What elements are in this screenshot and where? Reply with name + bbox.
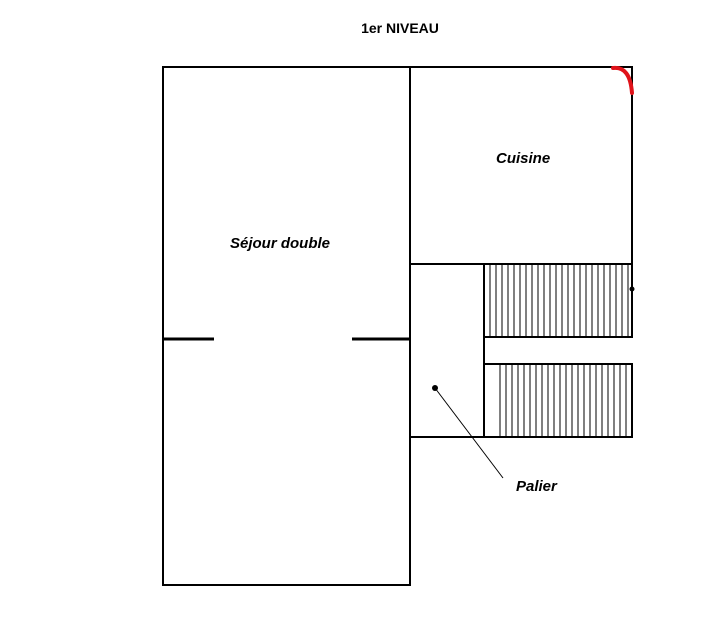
plan-title: 1er NIVEAU xyxy=(361,20,439,36)
red-corner-mark xyxy=(611,65,634,95)
sejour-room-outline xyxy=(162,66,411,586)
sejour-label: Séjour double xyxy=(230,235,331,252)
palier-outline xyxy=(409,263,485,438)
stair-upper xyxy=(483,263,633,338)
palier-label: Palier xyxy=(516,478,557,495)
palier-leader-line xyxy=(434,387,504,479)
cuisine-label: Cuisine xyxy=(496,150,551,167)
stair-marker-dot xyxy=(629,286,635,292)
stair-lower xyxy=(483,363,633,438)
